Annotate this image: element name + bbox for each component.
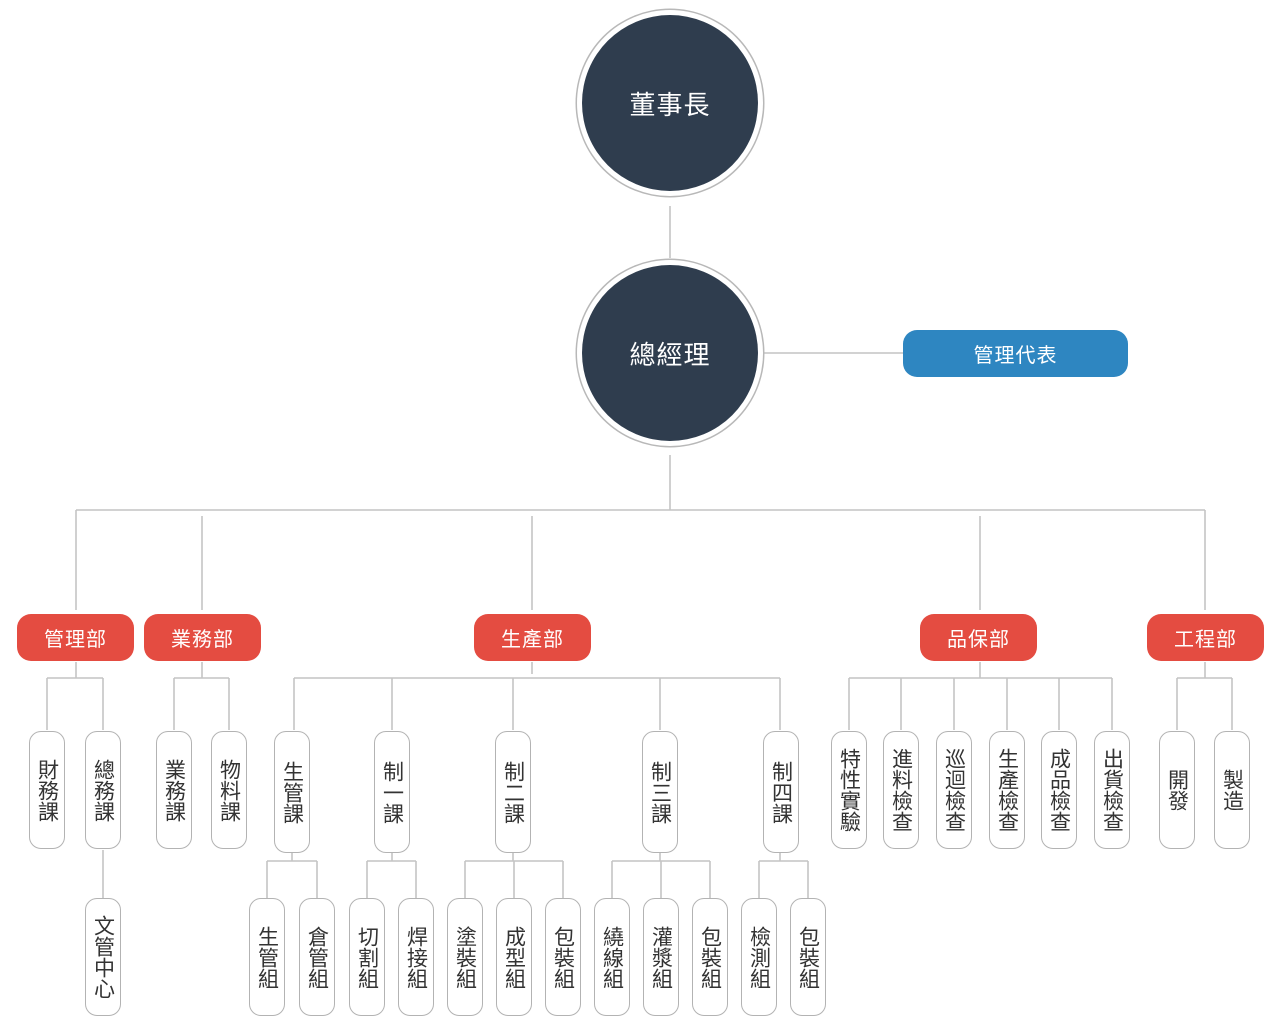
group-s2-3: 包裝組: [545, 898, 581, 1016]
qa-label: 生產檢查: [995, 748, 1020, 832]
section-manufacturing-4-label: 制四課: [769, 760, 794, 824]
qa-incoming-inspection: 進料檢查: [883, 731, 919, 849]
management-representative-label: 管理代表: [973, 343, 1058, 367]
general-manager-node: 總經理: [582, 265, 758, 441]
qa-characteristic-test: 特性實驗: [831, 731, 867, 849]
eng-label: 製造: [1220, 769, 1245, 811]
group-label: 倉管組: [305, 925, 330, 989]
section-finance: 財務課: [29, 731, 65, 849]
dept-production: 生產部: [474, 614, 591, 661]
group-label: 塗裝組: [453, 925, 478, 989]
group-label: 灌漿組: [649, 925, 674, 989]
group-planning-1: 生管組: [249, 898, 285, 1016]
section-manufacturing-4: 制四課: [763, 731, 799, 853]
section-manufacturing-2-label: 制二課: [501, 760, 526, 824]
dept-sales-label: 業務部: [171, 627, 234, 651]
group-s1-1: 切割組: [349, 898, 385, 1016]
dept-management-label: 管理部: [44, 627, 107, 651]
general-manager-label: 總經理: [629, 340, 711, 371]
eng-development: 開發: [1159, 731, 1195, 849]
management-representative-node: 管理代表: [903, 330, 1128, 377]
section-production-planning: 生管課: [274, 731, 310, 853]
qa-label: 進料檢查: [889, 748, 914, 832]
group-s3-1: 繞線組: [594, 898, 630, 1016]
section-finance-label: 財務課: [35, 758, 60, 822]
section-manufacturing-2: 制二課: [495, 731, 531, 853]
group-label: 包裝組: [698, 925, 723, 989]
group-label: 切割組: [355, 925, 380, 989]
group-s1-2: 焊接組: [398, 898, 434, 1016]
group-s4-2: 包裝組: [790, 898, 826, 1016]
section-business: 業務課: [156, 731, 192, 849]
group-s2-1: 塗裝組: [447, 898, 483, 1016]
group-label: 焊接組: [404, 925, 429, 989]
qa-production-inspection: 生產檢查: [989, 731, 1025, 849]
section-general-affairs: 總務課: [85, 731, 121, 849]
qa-label: 出貨檢查: [1100, 748, 1125, 832]
qa-finished-inspection: 成品檢查: [1041, 731, 1077, 849]
eng-label: 開發: [1165, 769, 1190, 811]
group-label: 成型組: [502, 925, 527, 989]
qa-patrol-inspection: 巡迴檢查: [936, 731, 972, 849]
group-s4-1: 檢測組: [741, 898, 777, 1016]
eng-manufacturing: 製造: [1214, 731, 1250, 849]
group-label: 包裝組: [796, 925, 821, 989]
dept-management: 管理部: [17, 614, 134, 661]
section-document-center-label: 文管中心: [91, 915, 116, 999]
section-manufacturing-3: 制三課: [642, 731, 678, 853]
section-material-label: 物料課: [217, 758, 242, 822]
dept-quality-assurance: 品保部: [920, 614, 1037, 661]
group-s3-2: 灌漿組: [643, 898, 679, 1016]
section-manufacturing-1-label: 制一課: [380, 760, 405, 824]
dept-qa-label: 品保部: [947, 627, 1010, 651]
section-production-planning-label: 生管課: [280, 760, 305, 824]
section-manufacturing-3-label: 制三課: [648, 760, 673, 824]
section-general-affairs-label: 總務課: [91, 758, 116, 822]
dept-engineering: 工程部: [1147, 614, 1264, 661]
qa-label: 巡迴檢查: [942, 748, 967, 832]
group-planning-2: 倉管組: [299, 898, 335, 1016]
qa-label: 成品檢查: [1047, 748, 1072, 832]
group-s3-3: 包裝組: [692, 898, 728, 1016]
group-label: 繞線組: [600, 925, 625, 989]
chairman-label: 董事長: [629, 90, 711, 121]
group-label: 檢測組: [747, 925, 772, 989]
group-s2-2: 成型組: [496, 898, 532, 1016]
qa-label: 特性實驗: [837, 748, 862, 832]
group-label: 生管組: [255, 925, 280, 989]
section-material: 物料課: [211, 731, 247, 849]
dept-sales: 業務部: [144, 614, 261, 661]
dept-engineering-label: 工程部: [1174, 627, 1237, 651]
section-document-center: 文管中心: [85, 898, 121, 1016]
dept-production-label: 生產部: [501, 627, 564, 651]
qa-shipping-inspection: 出貨檢查: [1094, 731, 1130, 849]
chairman-node: 董事長: [582, 15, 758, 191]
section-manufacturing-1: 制一課: [374, 731, 410, 853]
section-business-label: 業務課: [162, 758, 187, 822]
group-label: 包裝組: [551, 925, 576, 989]
